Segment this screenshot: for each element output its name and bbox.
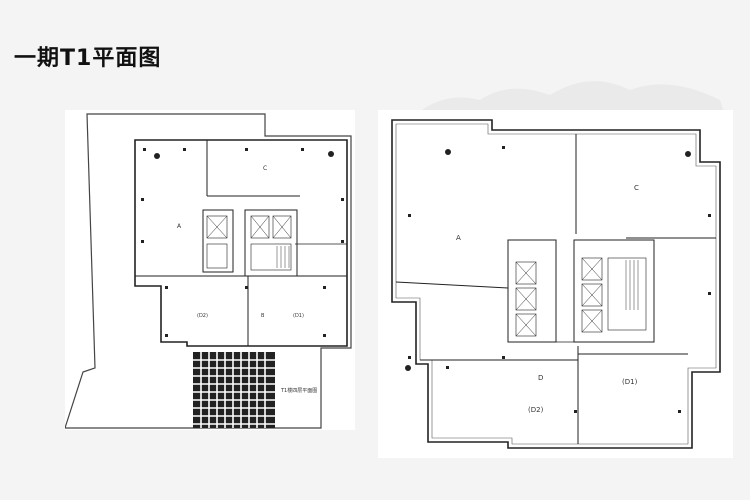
- room-label-c: C: [634, 184, 639, 192]
- site-boundary: [65, 113, 352, 429]
- room-label-d2: (D2): [528, 406, 544, 414]
- room-label-a: A: [456, 234, 461, 242]
- grid-area: [193, 352, 275, 428]
- building-outline: [134, 139, 348, 347]
- room-label-d: D: [538, 374, 543, 382]
- room-label-b: B: [261, 313, 265, 319]
- room-label-a: A: [177, 223, 182, 230]
- building-outline-inner: [395, 123, 717, 445]
- plan-caption: T1楼四层平面图: [280, 387, 317, 394]
- room-label-d2: (D2): [197, 313, 208, 319]
- room-label-d1: (D1): [293, 313, 304, 319]
- room-label-d1: (D1): [622, 378, 638, 386]
- floor-plan-right: A C D (D1) (D2): [378, 110, 733, 458]
- building-outline-outer: [391, 119, 721, 449]
- page-title: 一期T1平面图: [14, 46, 162, 71]
- floor-plan-left: A C B (D1) (D2) T1楼四层平面图: [65, 110, 355, 430]
- room-label-c: C: [263, 165, 267, 172]
